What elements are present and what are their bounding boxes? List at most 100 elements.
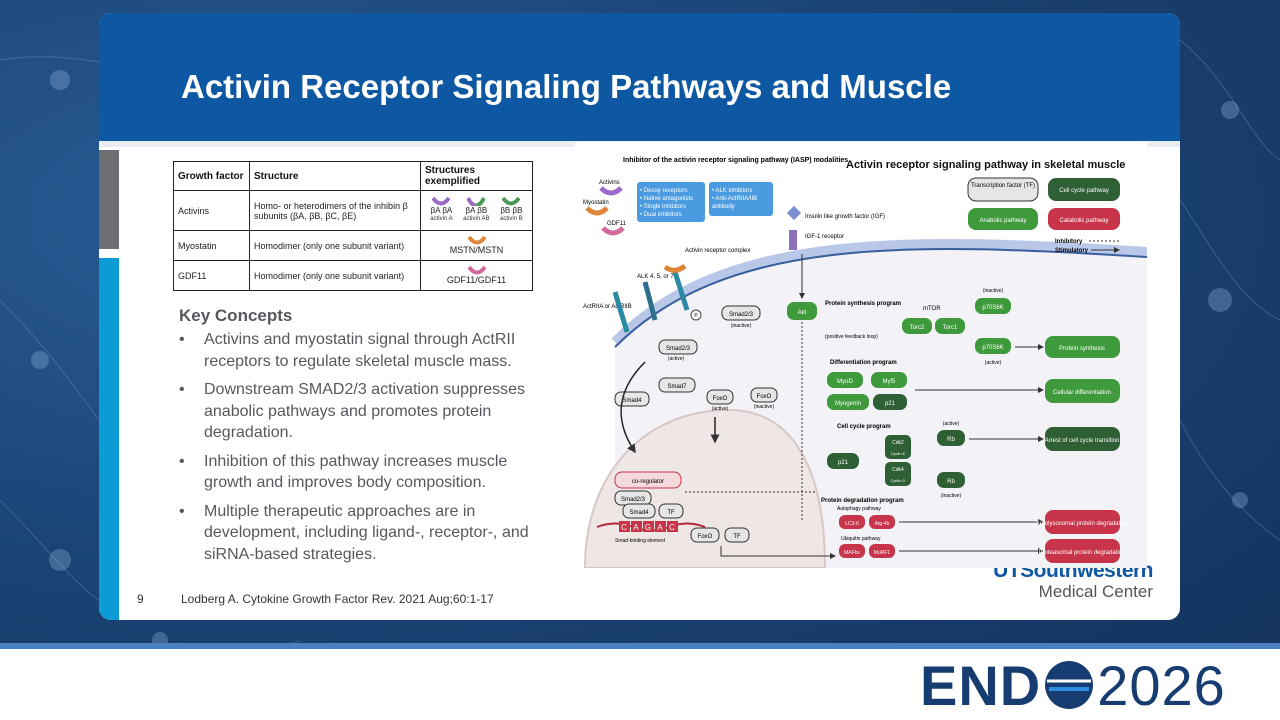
sbe-letter: G	[645, 523, 651, 532]
list-item-text: Multiple therapeutic approaches are in d…	[204, 502, 529, 563]
feedback-label: (positive feedback loop)	[825, 334, 878, 340]
p70s6k-label: p70S6K	[982, 345, 1003, 351]
dimer-name: activin A	[430, 216, 453, 222]
myostatin-dimer-label: MSTN/MSTN	[449, 245, 504, 255]
protein-synthesis-program-label: Protein synthesis program	[825, 301, 901, 307]
smad7	[658, 377, 696, 393]
smad7-label: Smad7	[667, 384, 687, 390]
cellular-differentiation-label: Cellular differentiation	[1053, 390, 1111, 396]
list-item-text: Inhibition of this pathway increases mus…	[204, 452, 508, 492]
activin-ab-icon	[467, 197, 486, 206]
rb-label: Rb	[947, 479, 955, 485]
ubiquitin-label: Ubiquitin pathway	[841, 536, 881, 542]
iasp-box1-line: • Single inhibitors	[640, 204, 686, 210]
cyclin-d-label: Cyclin D	[891, 478, 906, 483]
ligand-activins: Activins	[599, 180, 620, 186]
globe-icon	[1045, 661, 1094, 709]
differentiation-program-label: Differentiation program	[830, 360, 897, 366]
torc1	[935, 318, 965, 334]
murf1-label: MuRF1	[874, 550, 891, 556]
mafbx	[839, 544, 865, 558]
legend-catabolic-label: Catabolic pathway	[1059, 218, 1108, 224]
table-cell-factor: Myostatin	[173, 230, 250, 261]
legend-cell-cycle	[1048, 178, 1120, 201]
sbe-box	[655, 521, 666, 532]
iasp-box1-line: • Native antagonists	[640, 196, 693, 202]
iasp-box-ligand	[637, 182, 705, 222]
slide-number: 9	[137, 592, 144, 606]
smad23-inactive	[721, 305, 761, 321]
p21-cc	[827, 453, 859, 469]
smad23-active-label: Smad2/3	[666, 346, 691, 352]
table-cell-examples: βA βA activin A βA βB activin AB βB βB a…	[420, 190, 533, 231]
sbe-label: Smad-binding element	[615, 538, 666, 544]
myod	[827, 372, 863, 388]
igf-label: Insulin like growth factor (IGF)	[805, 214, 885, 220]
iasp-box-receptor	[709, 182, 773, 216]
phospho-label: P	[694, 313, 698, 319]
co-regulator-label: co-regulator	[632, 479, 664, 485]
p70s6k-active	[975, 338, 1011, 354]
list-item: •Multiple therapeutic approaches are in …	[179, 501, 549, 566]
p21-diff	[873, 394, 907, 410]
list-item: •Downstream SMAD2/3 activation suppresse…	[179, 379, 549, 444]
myogenin-label: Myogenin	[835, 401, 861, 407]
pathway-figure: Activin receptor signaling pathway in sk…	[575, 142, 1148, 569]
list-item: •Inhibition of this pathway increases mu…	[179, 451, 549, 494]
mtor-label: mTOR	[923, 306, 941, 312]
ligand-gdf11: GDF11	[607, 221, 627, 227]
autophagy-label: Autophagy pathway	[837, 506, 881, 512]
cdk2-label: Cdk2	[892, 440, 904, 446]
gdf11-dimer-label: GDF11/GDF11	[446, 275, 507, 285]
cell-cycle-arrest-label: Arrest of cell cycle transition	[1045, 438, 1120, 444]
table-cell-structure: Homodimer (only one subunit variant)	[249, 230, 421, 261]
dimer-label: βB βB	[500, 206, 523, 215]
cdk4-label: Cdk4	[892, 467, 904, 473]
state-label: (inactive)	[731, 323, 752, 329]
nuclear-smad4	[622, 503, 656, 519]
actrii-receptor-left	[612, 291, 630, 333]
sbe-box	[643, 521, 654, 532]
torc2-label: Torc2	[910, 325, 925, 331]
legend-anabolic-label: Anabolic pathway	[979, 218, 1026, 224]
endo-2026-logo: END 2026	[920, 654, 1226, 717]
sbe-letter: C	[669, 523, 675, 532]
rb-label: Rb	[947, 437, 955, 443]
autolysosomal-outcome	[1045, 510, 1120, 534]
citation: Lodberg A. Cytokine Growth Factor Rev. 2…	[181, 592, 494, 606]
table-row: Myostatin Homodimer (only one subunit va…	[173, 230, 533, 261]
utsw-logo-sub: Medical Center	[1038, 582, 1153, 601]
column-header: Growth factor	[173, 161, 250, 191]
igf-receptor-icon	[789, 230, 797, 250]
state-label: (inactive)	[983, 288, 1004, 294]
atg4b-label: Atg-4b	[875, 521, 890, 527]
bullet: •	[179, 381, 185, 398]
akt	[787, 302, 817, 320]
proteasomal-outcome	[1045, 539, 1120, 563]
table-row: GDF11 Homodimer (only one subunit varian…	[173, 260, 533, 291]
diagram-title: Activin receptor signaling pathway in sk…	[846, 159, 1125, 171]
key-concepts-title: Key Concepts	[179, 306, 293, 325]
activin-b-icon	[502, 197, 521, 206]
receptor-complex-label: Activin receptor complex	[685, 248, 750, 254]
table-cell-examples: GDF11/GDF11	[420, 260, 533, 291]
table-cell-structure: Homo- or heterodimers of the inhibin β s…	[249, 190, 421, 231]
nuclear-tf-2	[724, 527, 750, 543]
iasp-box1-line: • Decoy receptors	[640, 188, 687, 194]
myf5	[871, 372, 907, 388]
table-row: Activins Homo- or heterodimers of the in…	[173, 190, 533, 231]
rb-inactive	[937, 472, 965, 488]
gdf11-ligand-icon	[601, 226, 625, 236]
growth-factor-table: Growth factor Structure Structures exemp…	[173, 161, 533, 291]
atg4b	[869, 515, 895, 529]
list-item-text: Activins and myostatin signal through Ac…	[204, 331, 516, 370]
sbe-box	[619, 521, 630, 532]
nuclear-foxo	[690, 527, 720, 543]
foxo-active	[706, 389, 734, 405]
state-label: (inactive)	[941, 493, 962, 499]
foxo-degradation-arrow	[720, 546, 836, 559]
foxo-label: FoxO	[713, 396, 728, 402]
state-label: (inactive)	[754, 404, 775, 410]
smad4-label: Smad4	[622, 398, 642, 404]
nuclear-import-arrow	[620, 361, 646, 454]
